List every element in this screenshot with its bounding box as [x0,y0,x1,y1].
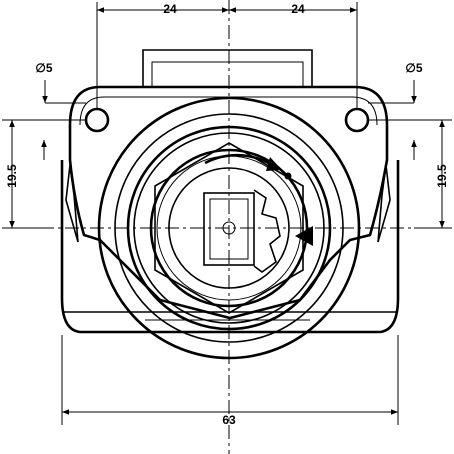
clip-right [377,164,391,243]
dim-hole-spacing: 24 24 [96,2,358,108]
side-clips [65,164,391,243]
rotation-arrow [266,157,282,171]
dim-24-left: 24 [163,2,177,16]
hole-left [84,107,110,133]
clip-left [65,164,79,243]
centerlines [40,0,414,454]
dim-24-right: 24 [291,2,305,16]
dim-overall-width: 63 [61,335,399,427]
dim-19-5-left: 19.5 [5,164,19,188]
lock-body [60,49,400,334]
dim-d5-left: ∅5 [35,61,52,75]
hole-right [344,107,370,133]
top-tab [142,49,313,87]
indicator-dot [284,172,292,180]
key-plug [168,167,290,289]
dim-19-5-right: 19.5 [435,164,449,188]
dim-vertical-offset: 19.5 19.5 [2,119,452,229]
dim-hole-diameter: ∅5 ∅5 [35,61,423,104]
body-outline [60,160,400,334]
front-flange [68,85,389,320]
dim-d5-right: ∅5 [405,61,422,75]
position-triangle [295,226,313,246]
dim-63: 63 [222,413,236,427]
